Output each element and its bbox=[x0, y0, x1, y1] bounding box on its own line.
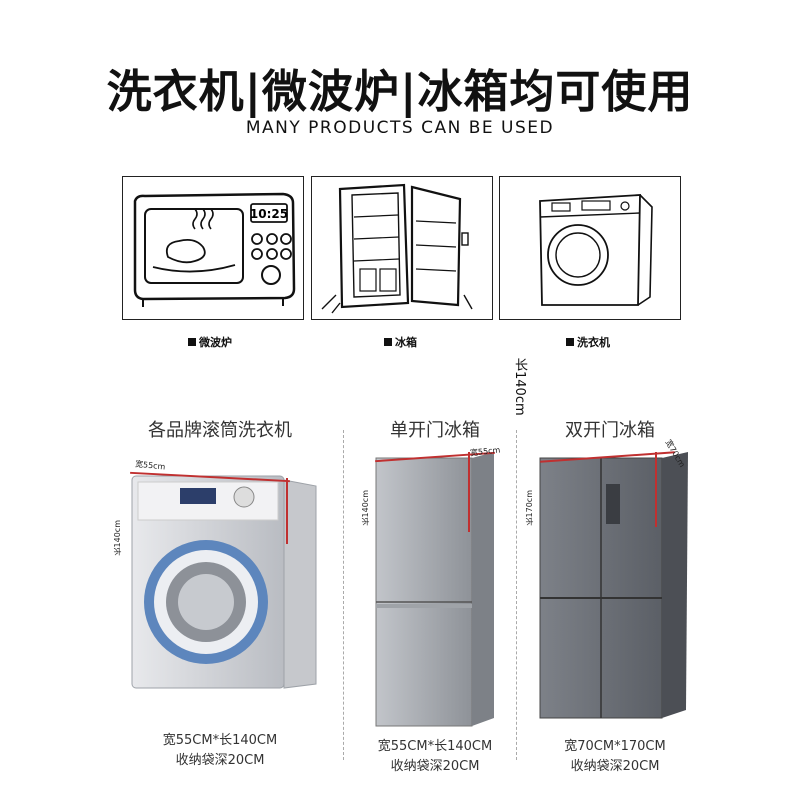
divider-right bbox=[516, 430, 517, 760]
double-fridge-height-dim: 长170cm bbox=[525, 490, 534, 526]
fridge-label: 冰箱 bbox=[384, 334, 417, 350]
single-fridge-caption-line1: 宽55CM*长140CM bbox=[377, 739, 493, 754]
fridge-panel bbox=[311, 176, 493, 320]
washing-machine-icon bbox=[131, 475, 317, 689]
page-subtitle: MANY PRODUCTS CAN BE USED bbox=[245, 118, 555, 138]
single-fridge-height-line bbox=[468, 452, 470, 532]
product-label-washer: 各品牌滚筒洗衣机 bbox=[148, 420, 292, 441]
divider-left bbox=[343, 430, 344, 760]
washer-panel bbox=[499, 176, 681, 320]
washer-image bbox=[128, 470, 328, 700]
single-fridge-caption-line2: 收纳袋深20CM bbox=[390, 759, 480, 774]
single-fridge-height-dim: 长140cm bbox=[361, 490, 370, 526]
microwave-clock-text: 10:25 bbox=[250, 207, 288, 221]
product-label-single-fridge: 单开门冰箱 bbox=[390, 420, 480, 441]
double-fridge-caption-line1: 宽70CM*170CM bbox=[564, 739, 666, 754]
washer-caption: 宽55CM*长140CM 收纳袋深20CM bbox=[120, 731, 320, 771]
single-fridge-image bbox=[372, 448, 502, 730]
height-note: 长140cm bbox=[512, 358, 527, 416]
single-fridge-caption: 宽55CM*长140CM 收纳袋深20CM bbox=[350, 737, 520, 777]
fridge-illustration-icon bbox=[321, 183, 473, 314]
microwave-illustration-icon: 10:25 bbox=[133, 192, 296, 307]
double-fridge-image bbox=[536, 448, 696, 730]
washer-caption-line1: 宽55CM*长140CM bbox=[162, 733, 278, 748]
product-label-double-fridge: 双开门冰箱 bbox=[565, 420, 655, 441]
single-door-fridge-icon bbox=[375, 452, 494, 727]
microwave-panel: 10:25 bbox=[122, 176, 304, 320]
washer-height-dim: 长140cm bbox=[113, 520, 122, 556]
washer-caption-line2: 收纳袋深20CM bbox=[175, 753, 265, 768]
double-fridge-height-line bbox=[655, 452, 657, 527]
double-door-fridge-icon bbox=[539, 452, 688, 719]
washer-illustration-icon bbox=[539, 194, 653, 306]
washer-label: 洗衣机 bbox=[566, 334, 610, 350]
page-title: 洗衣机|微波炉|冰箱均可使用 bbox=[106, 65, 694, 118]
washer-height-line bbox=[286, 478, 288, 544]
double-fridge-caption: 宽70CM*170CM 收纳袋深20CM bbox=[530, 737, 700, 777]
double-fridge-caption-line2: 收纳袋深20CM bbox=[570, 759, 660, 774]
microwave-label: 微波炉 bbox=[188, 334, 232, 350]
